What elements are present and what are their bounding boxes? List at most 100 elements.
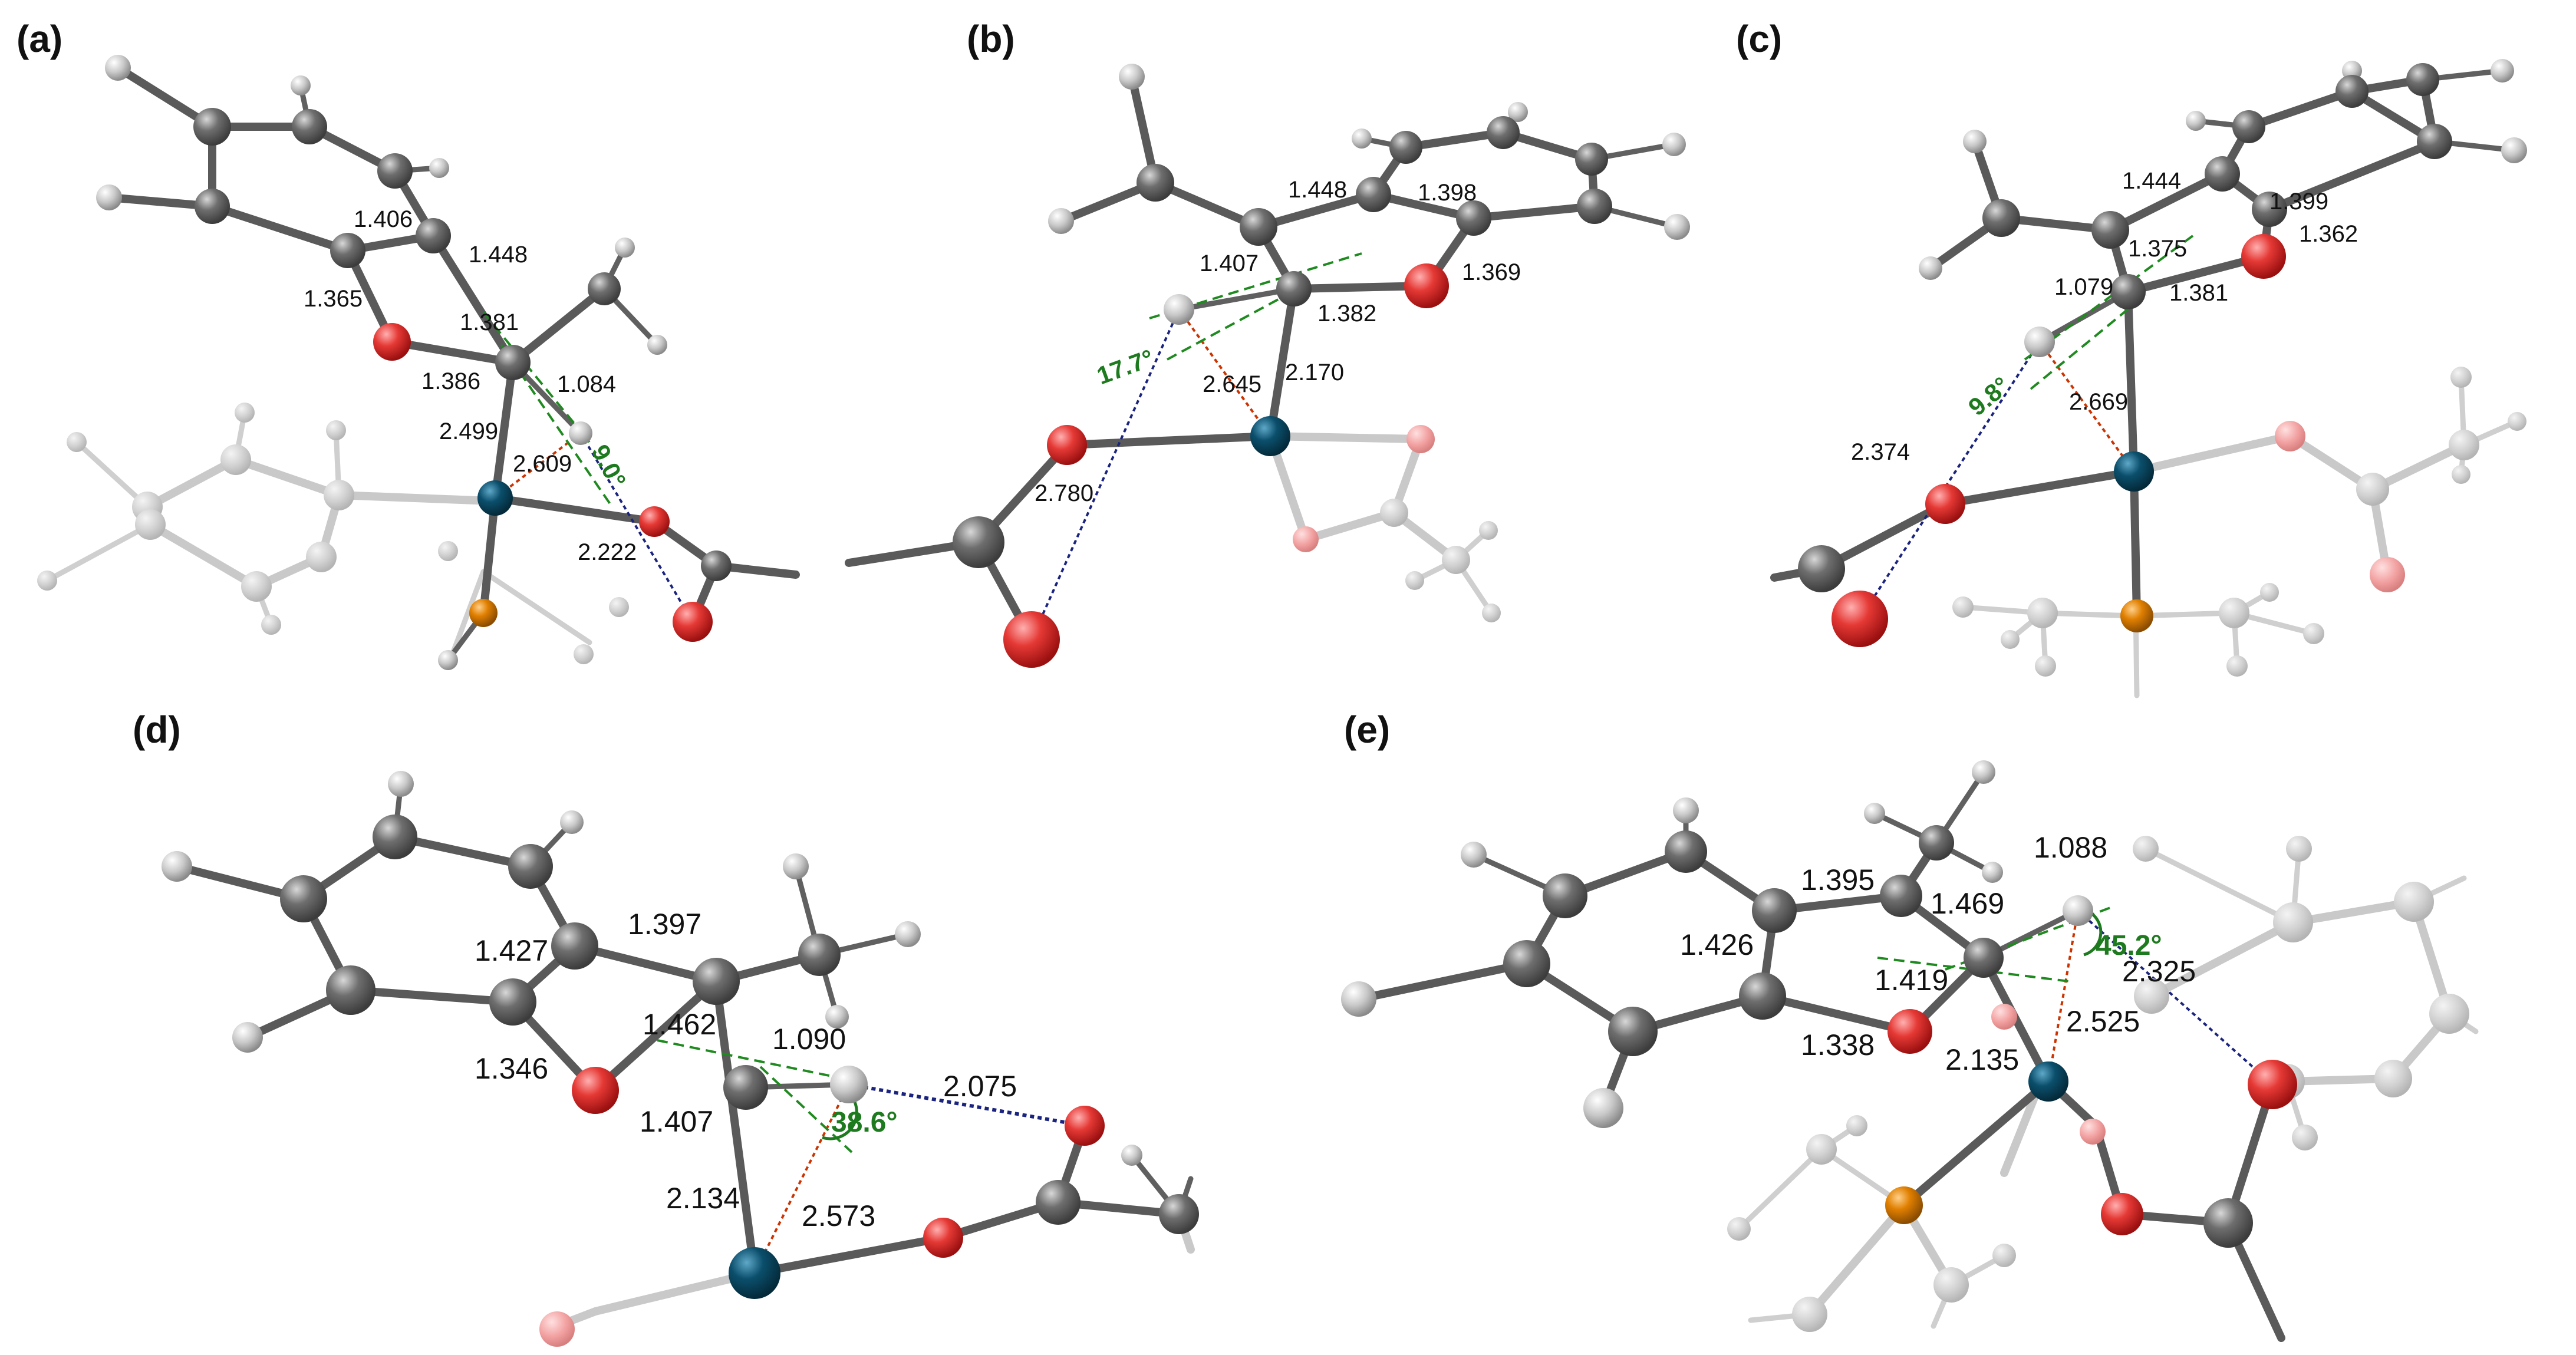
panel-b-ghost-h	[1482, 604, 1501, 622]
panel-c-bonds	[1770, 68, 2517, 620]
panel-c-carbon	[2406, 63, 2439, 96]
panel-b-distance: 2.645	[1203, 371, 1261, 397]
panel-a-atoms	[37, 55, 732, 670]
panel-a-oxygen	[673, 602, 713, 642]
panel-c-ghost-atom	[2027, 598, 2058, 628]
panel-b-carbon	[953, 516, 1004, 568]
panel-c: (c)	[1736, 18, 2527, 698]
panel-e-distance: 1.338	[1801, 1028, 1875, 1061]
panel-d-carbon	[280, 875, 327, 922]
panel-e-interactions	[1877, 906, 2274, 1086]
panel-d-distance: 1.346	[475, 1052, 548, 1085]
panel-d-agostic-hydrogen	[830, 1066, 868, 1103]
panel-e-distance: 1.395	[1801, 863, 1875, 896]
panel-c-distance: 1.444	[2122, 168, 2181, 194]
panel-e-agostic-hydrogen	[2063, 895, 2093, 926]
panel-d-distance: 1.462	[643, 1008, 716, 1041]
panel-e-carbon	[1665, 830, 1707, 873]
panel-e-carbon	[1964, 938, 2004, 978]
panel-b-hydrogen	[1662, 133, 1686, 156]
panel-b-carbon	[1456, 200, 1491, 236]
panel-e-oxygen	[2101, 1193, 2143, 1235]
panel-d-distance: 1.407	[640, 1105, 713, 1138]
panel-b-agostic-hydrogen	[1164, 294, 1194, 325]
panel-b-oxygen	[1003, 611, 1060, 668]
panel-c-carbon	[2091, 211, 2129, 249]
panel-a-carbon	[193, 108, 231, 146]
panel-d-carbon	[798, 934, 841, 976]
panel-b-hydrogen	[1119, 64, 1145, 90]
panel-b-ghost-h	[1405, 571, 1424, 590]
panel-a-interactions	[482, 311, 694, 623]
panel-a-hydrogen	[615, 238, 635, 258]
panel-e-oxygen	[2248, 1060, 2297, 1109]
panel-e-ghost-ligand	[1736, 846, 2479, 1329]
panel-b-carbon	[1356, 177, 1391, 212]
panel-b-carbon	[1575, 143, 1608, 176]
panel-d-carbon	[693, 958, 740, 1005]
panel-c-distance: 1.362	[2299, 221, 2358, 247]
panel-c-ghost-h	[2450, 367, 2472, 388]
panel-e-carbon	[1919, 825, 1954, 861]
panel-e-ghost-atom	[1806, 1134, 1837, 1165]
panel-b-distance: 1.448	[1288, 177, 1347, 203]
panel-b-ghost-h	[1479, 521, 1498, 540]
panel-e-phosphorus	[1885, 1186, 1923, 1224]
panel-e-angle: 45.2°	[2096, 930, 2162, 961]
panel-c-carbon	[2232, 110, 2265, 143]
panel-a-distance: 2.222	[578, 539, 637, 565]
panel-b-ghost-atom	[1380, 499, 1408, 527]
panel-a-carbon	[330, 233, 365, 268]
panel-a-hydrogen	[291, 75, 311, 95]
panel-a-angle: 9.0°	[586, 440, 631, 492]
panel-e-hydrogen	[1982, 862, 2003, 883]
panel-a-ghost-h	[261, 615, 281, 635]
panel-e-ghost-oxygen	[2080, 1119, 2106, 1145]
panel-c-oxygen	[1925, 484, 1965, 524]
panel-b-carbon	[1137, 164, 1174, 202]
panel-a-label: (a)	[17, 18, 62, 60]
panel-a-carbon	[292, 109, 327, 144]
panel-e-ghost-atom	[2134, 978, 2169, 1014]
panel-a-carbon	[588, 272, 621, 305]
panel-c-angle: 9.8°	[1963, 371, 2015, 421]
panel-e-distance: 1.419	[1875, 964, 1948, 997]
panel-e-ghost-h	[1846, 1115, 1867, 1136]
panel-e-ghost-atom	[2429, 994, 2469, 1034]
panel-d: (d)	[133, 708, 1199, 1347]
panel-a-carbon	[701, 550, 732, 581]
panel-a-oxygen	[639, 506, 670, 537]
panel-e-palladium	[2028, 1061, 2068, 1102]
panel-e-distance: 2.135	[1945, 1043, 2019, 1076]
panel-c-carbon	[1798, 545, 1845, 592]
panel-b-hydrogen	[1048, 208, 1074, 234]
panel-a-ghost-h	[438, 541, 458, 561]
panel-a-phosphorus	[469, 599, 498, 627]
panel-b-distance: 2.780	[1035, 480, 1093, 506]
panel-a-hydrogen	[429, 158, 449, 178]
panel-a-distance: 1.448	[469, 242, 528, 268]
panel-b: (b)	[845, 18, 1690, 668]
panel-c-oxygen	[2241, 234, 2286, 279]
panel-d-palladium	[729, 1247, 780, 1299]
panel-a-distance: 1.386	[421, 368, 480, 394]
panel-e-carbon	[1880, 875, 1922, 917]
panel-e-ghost-atom	[2374, 1060, 2412, 1097]
panel-a-agostic-hydrogen	[569, 421, 592, 445]
panel-d-carbon	[1159, 1194, 1199, 1234]
panel-e-hydrogen	[1583, 1088, 1623, 1128]
panel-c-phosphorus	[2120, 599, 2153, 632]
panel-c-ghost-atom	[2219, 598, 2249, 628]
panel-b-distance: 1.407	[1200, 250, 1259, 276]
panel-a-distance: 2.609	[513, 451, 572, 477]
panel-a-carbon	[195, 189, 230, 224]
panel-c-ghost-h	[2260, 583, 2279, 602]
panel-d-hydrogen	[232, 1022, 263, 1053]
panel-e-ghost-oxygen	[1991, 1004, 2017, 1030]
panel-d-carbon	[489, 978, 536, 1026]
panel-e-hydrogen	[1864, 803, 1885, 824]
panel-b-hydrogen	[1352, 128, 1372, 149]
panel-e-ghost-h	[1992, 1244, 2016, 1267]
panel-e-distance: 1.088	[2034, 831, 2107, 864]
panel-c-ghost-h	[2508, 412, 2526, 431]
